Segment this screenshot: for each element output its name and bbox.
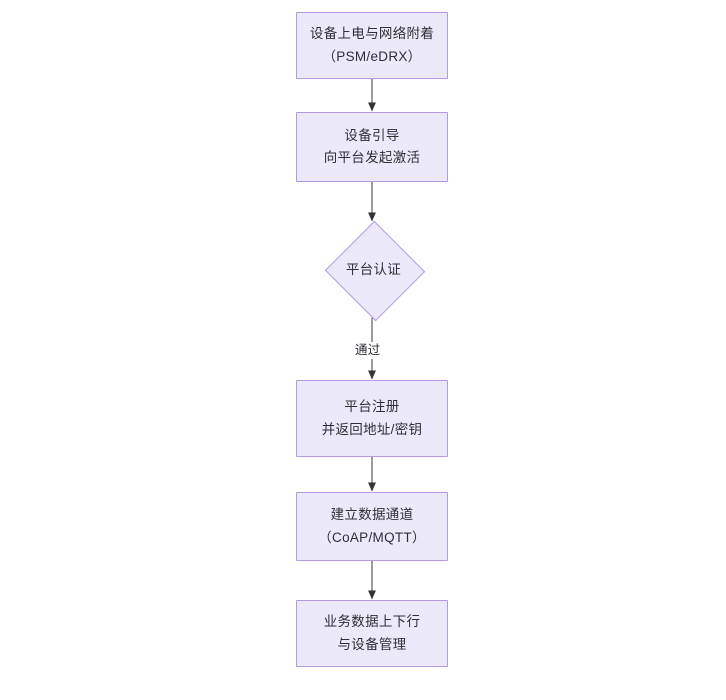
- node-business-data[interactable]: 业务数据上下行 与设备管理: [296, 600, 448, 667]
- node-label: 建立数据通道 （CoAP/MQTT）: [318, 507, 426, 545]
- node-data-channel[interactable]: 建立数据通道 （CoAP/MQTT）: [296, 492, 448, 561]
- node-platform-register[interactable]: 平台注册 并返回地址/密钥: [296, 380, 448, 457]
- node-label: 平台认证: [345, 262, 402, 278]
- node-label: 设备上电与网络附着 （PSM/eDRX）: [309, 26, 435, 64]
- edge-label-pass: 通过: [353, 342, 383, 359]
- node-device-bootstrap[interactable]: 设备引导 向平台发起激活: [296, 112, 448, 182]
- node-platform-auth-decision[interactable]: 平台认证: [324, 220, 425, 322]
- node-label: 业务数据上下行 与设备管理: [323, 614, 421, 652]
- node-label: 设备引导 向平台发起激活: [323, 127, 421, 165]
- node-label: 平台注册 并返回地址/密钥: [321, 399, 423, 437]
- node-device-power-on[interactable]: 设备上电与网络附着 （PSM/eDRX）: [296, 12, 448, 79]
